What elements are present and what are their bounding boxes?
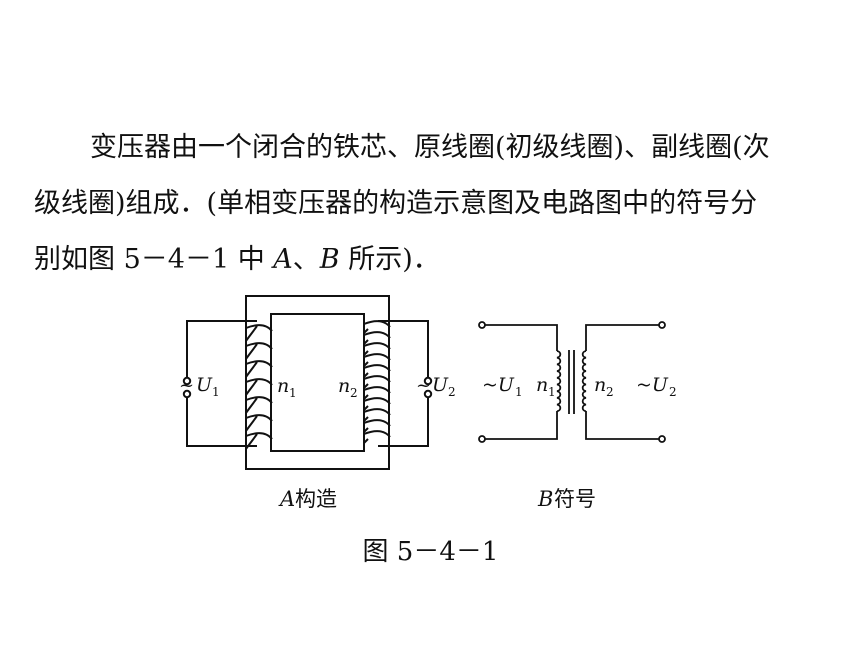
a-u2-tilde: ~: [416, 375, 431, 396]
b-n1-letter: n: [536, 374, 548, 396]
b-terminal-right-top: [658, 321, 666, 329]
a-n1-sub: 1: [289, 386, 297, 400]
b-secondary-wire-bottom: [585, 411, 662, 440]
b-n2-letter: n: [594, 374, 606, 396]
a-u1-letter: U: [196, 374, 213, 396]
b-secondary-wire-top: [585, 324, 662, 351]
a-n1-letter: n: [277, 375, 289, 397]
primary-wire-top: [186, 320, 257, 378]
a-label-text: 构造: [295, 487, 337, 511]
paragraph-line-3-suffix: 所示)．: [339, 244, 440, 275]
diagram-b-labels: ~U 1 n 1 n 2 ~U 2 B 符号: [482, 374, 677, 511]
diagram-b-symbol: [478, 321, 666, 443]
diagram-a-construction: [182, 295, 433, 470]
iron-core-outer: [245, 295, 390, 470]
a-n2-sub: 2: [350, 386, 358, 400]
b-u1: ~U: [482, 374, 515, 396]
paragraph-line-1: 变压器由一个闭合的铁芯、原线圈(初级线圈)、副线圈(次: [90, 132, 770, 163]
a-u2-sub: 2: [448, 385, 456, 399]
secondary-terminal-top: [423, 376, 433, 386]
secondary-coil: [363, 320, 391, 444]
b-n2-sub: 2: [606, 385, 614, 399]
diagram-a-labels: ~ U 1 n 1 n 2 ~ U 2 A 构造: [179, 374, 456, 511]
paragraph-line-3: 别如图 5－4－1 中 A、B 所示)．: [34, 232, 834, 288]
b-label-letter: B: [537, 487, 553, 511]
b-primary-wire-top: [482, 324, 558, 351]
secondary-terminal-bottom: [423, 389, 433, 399]
a-u1-tilde: ~: [179, 375, 194, 396]
ref-b: B: [319, 244, 340, 275]
paragraph-line-3-prefix: 别如图 5－4－1 中: [34, 244, 274, 275]
b-terminal-left-bottom: [478, 435, 486, 443]
b-n1-sub: 1: [548, 385, 556, 399]
a-label-letter: A: [278, 487, 295, 511]
b-terminal-right-bottom: [658, 435, 666, 443]
b-u2-sub: 2: [669, 385, 677, 399]
primary-wire-bottom: [186, 397, 257, 447]
secondary-wire-bottom: [378, 397, 429, 447]
b-u1-sub: 1: [515, 385, 523, 399]
b-primary-wire-bottom: [482, 411, 558, 440]
b-secondary-winding: [581, 350, 587, 413]
figure-caption: 图 5－4－1: [362, 537, 499, 567]
paragraph-line-2: 级线圈)组成．(单相变压器的构造示意图及电路图中的符号分: [34, 188, 758, 219]
primary-coil: [245, 324, 273, 450]
paragraph-line-3-sep: 、: [292, 244, 320, 275]
secondary-wire-top: [378, 320, 429, 378]
a-u1-sub: 1: [212, 385, 220, 399]
ref-a: A: [273, 244, 293, 275]
intro-paragraph: 变压器由一个闭合的铁芯、原线圈(初级线圈)、副线圈(次 级线圈)组成．(单相变压…: [34, 120, 834, 288]
b-label-text: 符号: [554, 487, 596, 511]
a-u2-letter: U: [432, 374, 449, 396]
primary-terminal-bottom: [182, 389, 192, 399]
primary-terminal-top: [182, 376, 192, 386]
a-n2-letter: n: [338, 375, 350, 397]
b-terminal-left-top: [478, 321, 486, 329]
b-u2: ~U: [636, 374, 669, 396]
b-primary-winding: [556, 350, 562, 413]
